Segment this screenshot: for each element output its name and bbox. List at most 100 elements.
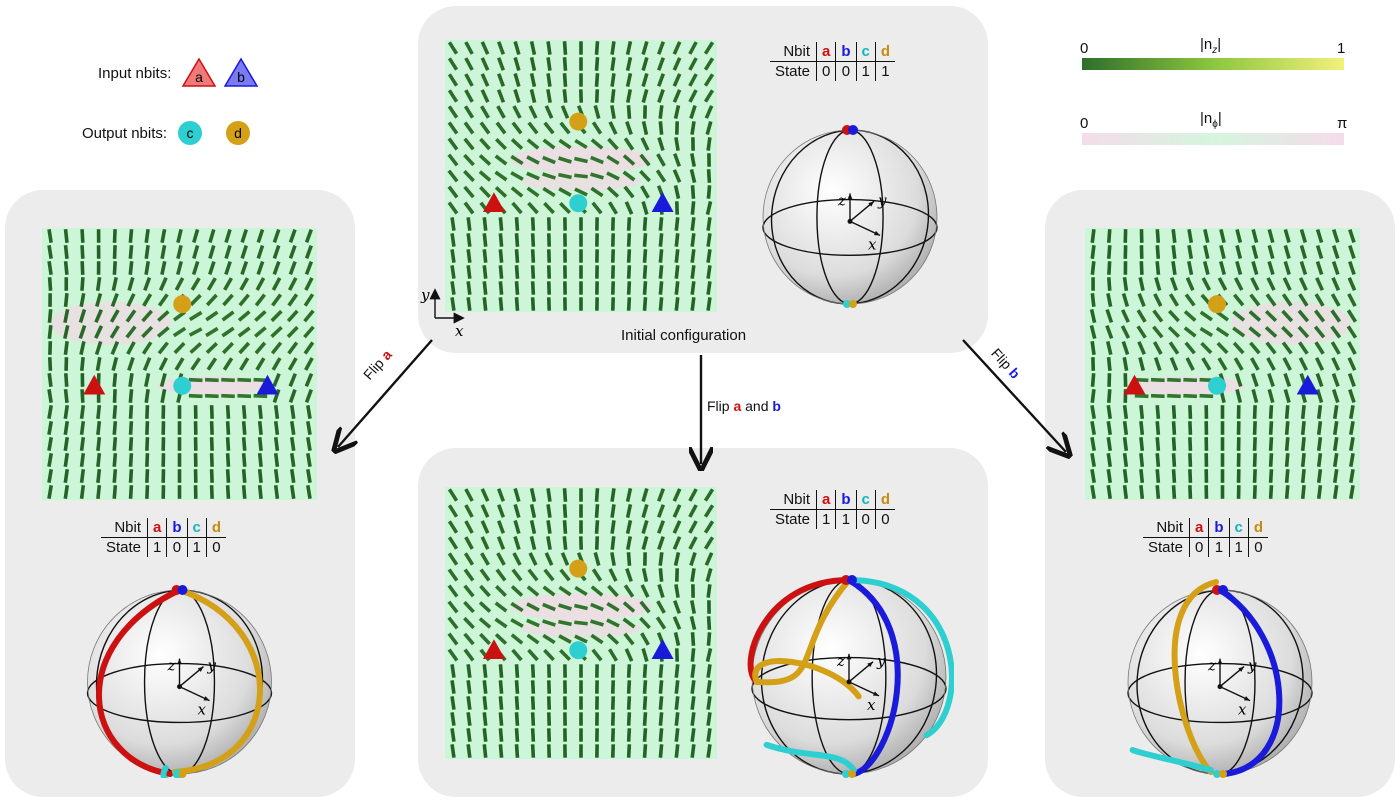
director-rod (544, 105, 554, 119)
director-rod (594, 520, 600, 534)
director-rod (642, 712, 648, 726)
director-rod (63, 453, 70, 467)
director-rod (1188, 421, 1193, 435)
director-rod (450, 249, 456, 263)
director-rod (63, 229, 69, 243)
director-rod (655, 169, 667, 183)
director-rod (1268, 453, 1274, 467)
director-rod (688, 41, 698, 55)
director-rod (447, 41, 459, 55)
path-a (747, 577, 852, 685)
director-rod (673, 105, 681, 119)
director-rod (1299, 244, 1308, 260)
axis-origin (177, 684, 182, 690)
director-rod (510, 601, 524, 613)
director-rod (658, 664, 664, 678)
director-rod (238, 341, 251, 355)
director-rod (1331, 372, 1340, 388)
director-rod (642, 744, 648, 758)
director-rod (206, 357, 218, 371)
director-rod (514, 728, 520, 742)
director-rod (79, 469, 86, 483)
director-rod (47, 309, 53, 323)
director-rod (225, 405, 231, 419)
director-rod (239, 357, 250, 371)
director-rod (128, 437, 134, 451)
director-rod (47, 485, 53, 499)
legend-a: a (195, 69, 203, 85)
director-rod (224, 244, 232, 260)
director-rod (513, 73, 521, 87)
director-rod (526, 618, 540, 628)
director-rod (639, 616, 651, 630)
director-rod (1284, 485, 1290, 499)
director-rod (625, 41, 633, 55)
input-nbit-symbols: a b (182, 57, 259, 87)
director-rod (1188, 485, 1193, 499)
director-rod (689, 169, 697, 183)
director-rod (528, 552, 538, 566)
director-rod (674, 728, 680, 742)
director-rod (1249, 357, 1260, 371)
director-rod (1155, 453, 1161, 467)
director-rod (225, 485, 231, 499)
director-rod (480, 73, 490, 87)
director-rod (496, 89, 506, 103)
nbit-a-marker (83, 374, 106, 395)
director-rod (690, 648, 696, 662)
director-rod (1122, 356, 1129, 372)
director-rod (1106, 405, 1113, 419)
director-rod (494, 170, 508, 182)
south-pole-marker-c (1213, 770, 1221, 778)
director-rod (674, 712, 680, 726)
director-rod (94, 309, 103, 323)
director-rod (450, 712, 456, 726)
director-rod (703, 41, 715, 55)
director-rod (706, 169, 712, 183)
nbit-a-marker (1123, 374, 1146, 395)
director-rod (1120, 309, 1130, 323)
director-rod (590, 138, 604, 150)
director-rod (642, 664, 648, 678)
director-rod (47, 277, 53, 291)
director-field-flip-a (42, 228, 317, 500)
director-rod (222, 341, 235, 355)
director-rod (706, 233, 712, 247)
nphi-title: |nϕ| (1200, 110, 1222, 130)
director-rod (95, 356, 102, 372)
director-rod (1281, 309, 1294, 323)
director-rod (674, 664, 680, 678)
director-rod (1330, 341, 1341, 355)
director-rod (673, 600, 681, 614)
director-rod (463, 648, 475, 662)
director-rod (642, 728, 648, 742)
director-rod (463, 600, 475, 614)
director-rod (526, 585, 540, 597)
director-rod (63, 405, 70, 419)
director-rod (512, 552, 522, 566)
director-rod (47, 453, 53, 467)
director-rod (1106, 389, 1112, 403)
director-rod (145, 437, 150, 451)
director-rod (1347, 357, 1357, 371)
director-rod (209, 437, 214, 451)
director-rod (209, 405, 214, 419)
director-rod (47, 373, 53, 387)
director-rod (610, 520, 616, 534)
director-rod (690, 201, 696, 215)
director-rod (1251, 260, 1259, 276)
director-rod (1152, 309, 1164, 323)
legend-input: Input nbits: a b (98, 56, 259, 90)
director-rod (1122, 405, 1129, 419)
director-rod (1139, 485, 1145, 499)
director-rod (1282, 357, 1292, 371)
director-rod (657, 137, 665, 151)
director-rod (1168, 309, 1180, 323)
director-rod (110, 293, 119, 307)
director-rod (591, 648, 603, 662)
director-rod (450, 217, 456, 231)
director-rod (514, 233, 520, 247)
director-rod (1090, 341, 1096, 355)
director-rod (672, 520, 682, 534)
director-rod (63, 485, 70, 499)
